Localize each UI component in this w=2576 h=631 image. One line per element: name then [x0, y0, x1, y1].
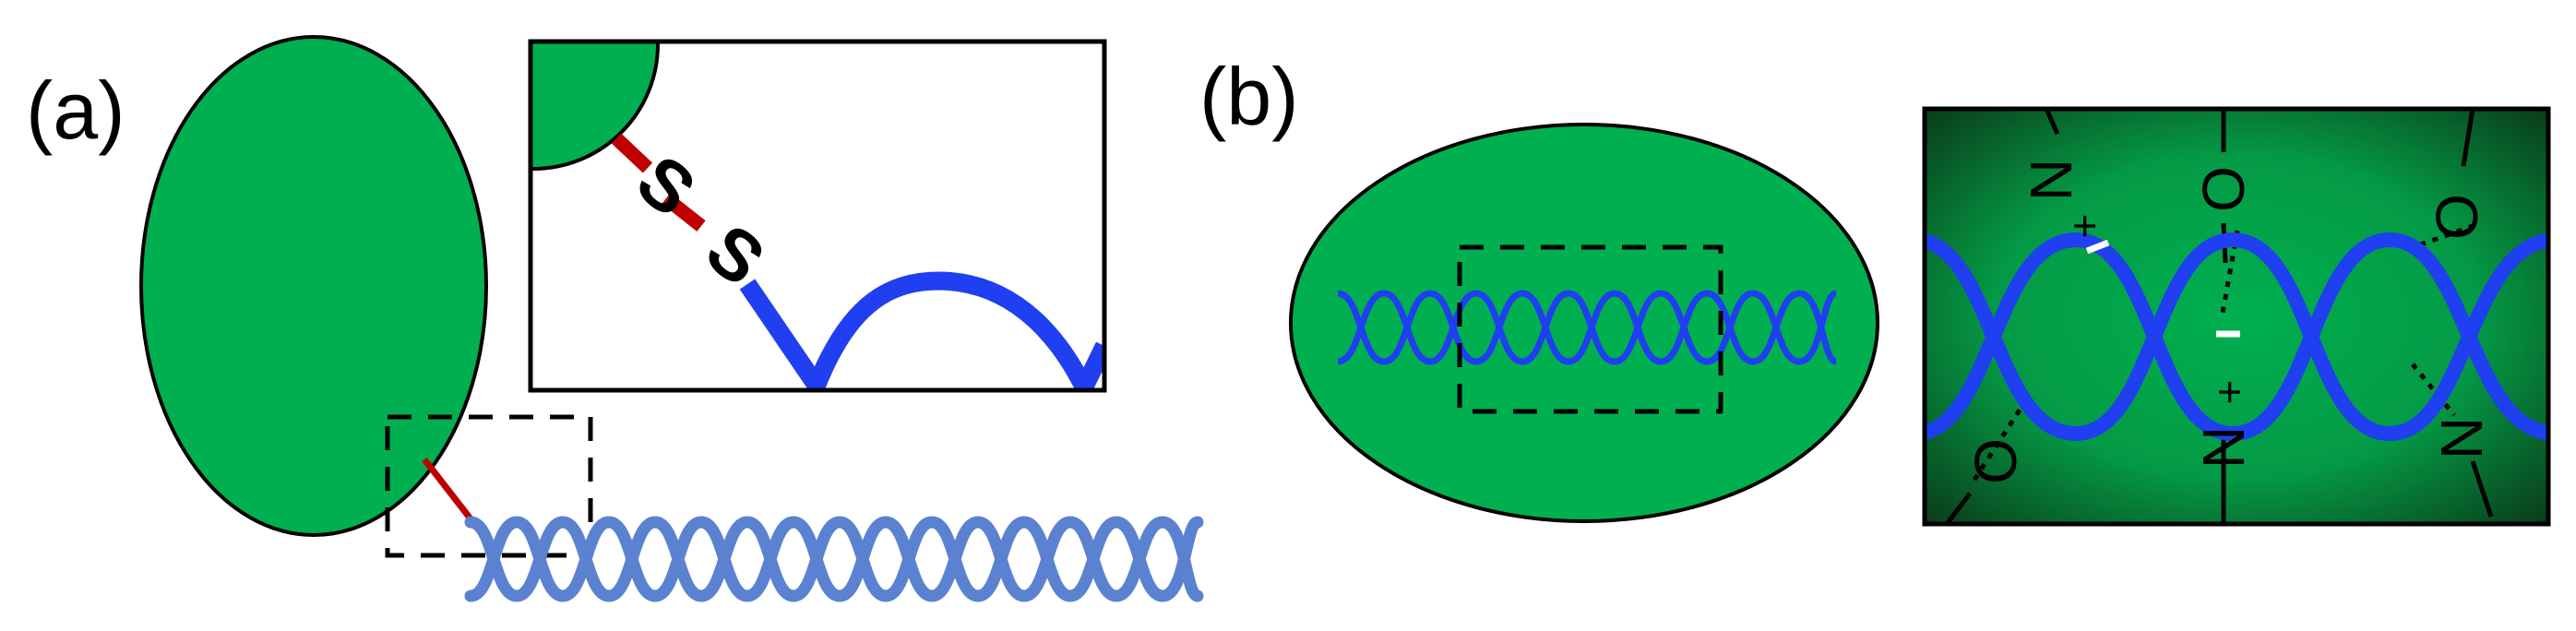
- dna-helix-light: [464, 516, 1204, 602]
- dna-b-strand-2: [1337, 290, 1838, 365]
- inset-b-charge-mark-1: [2085, 239, 2110, 255]
- atom-n-plus-top: N: [2018, 159, 2084, 201]
- panel-b: (b): [1199, 51, 2551, 527]
- inset-a-frame: [528, 39, 1107, 393]
- atom-plus-top: +: [2060, 214, 2108, 239]
- atom-o-top-right: O: [2424, 194, 2490, 240]
- atom-plus-bottom: +: [2205, 380, 2253, 405]
- particle-b-ellipse: [1289, 123, 1879, 523]
- inset-b: N + O O N + O N: [1922, 106, 2551, 527]
- panel-b-label: (b): [1199, 51, 1299, 142]
- linker-red: [422, 457, 475, 524]
- zoom-box-dashed: [385, 414, 593, 558]
- atom-n-bottom-right: N: [2428, 417, 2495, 459]
- inset-b-frame: [1922, 106, 2551, 527]
- nanoparticle-ellipse: [139, 35, 488, 537]
- inset-a-dna-blue: [739, 271, 1104, 390]
- inset-b-strand-1: [1925, 232, 2548, 442]
- inset-b-dna: [1925, 232, 2548, 442]
- inset-a-linker-1: [611, 133, 653, 173]
- atom-n-plus-bottom: N: [2190, 426, 2257, 469]
- atom-o-bottom-left: O: [1962, 438, 2029, 484]
- inset-b-bg: [1925, 109, 2548, 524]
- zoom-box-b-dashed: [1457, 244, 1723, 414]
- dna-strand-2: [464, 516, 1204, 602]
- panel-a-label: (a): [26, 65, 125, 156]
- inset-a: S S: [528, 39, 1107, 393]
- inset-a-particle-arc: [531, 42, 660, 171]
- panel-a: (a) S S: [26, 35, 1204, 602]
- inset-b-strand-2: [1925, 232, 2548, 442]
- inset-a-linker-2: [662, 193, 706, 232]
- atom-o-top-mid: O: [2190, 166, 2257, 212]
- dna-strand-1: [464, 516, 1204, 602]
- dna-helix-b: [1337, 290, 1838, 365]
